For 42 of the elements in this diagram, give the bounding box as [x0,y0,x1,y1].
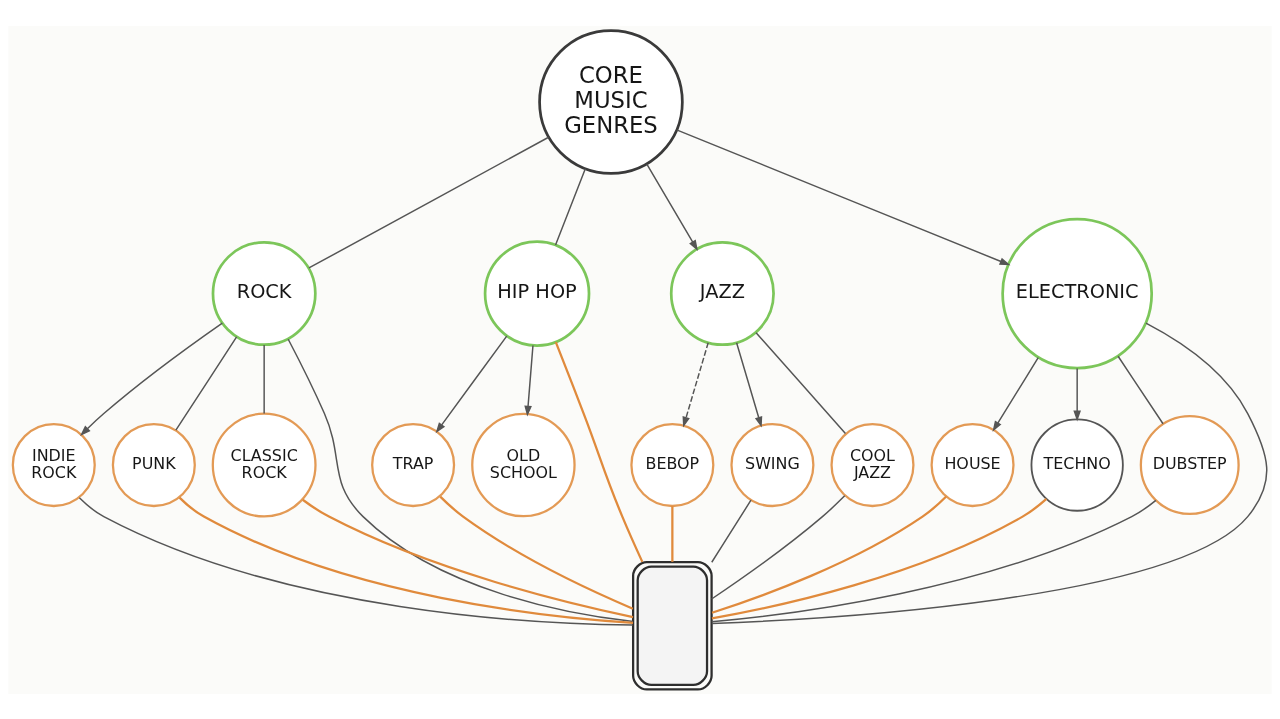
connector [302,498,634,618]
connector [308,136,550,269]
arrow [1073,367,1081,421]
node-circle: PUNK [111,422,196,507]
node-circle: ELECTRONIC [1001,217,1154,369]
node-circle: HOUSE [930,422,1015,507]
connector [671,505,674,562]
connector [439,495,634,610]
connector [175,335,238,431]
node-circle: BEBOP [630,422,715,507]
connector [711,499,1157,622]
connector [711,321,1268,624]
connector [554,341,644,562]
connector [263,343,265,414]
connector [78,496,634,626]
connector [1117,355,1164,424]
connector [554,167,587,246]
node-circle: CORE MUSIC GENRES [538,28,684,175]
node-picture [632,560,713,691]
node-circle: ROCK [211,240,317,346]
node-circle: DUBSTEP [1139,414,1240,515]
node-circle: TECHNO [1030,417,1124,512]
connector [711,497,1048,619]
arrow [682,341,709,428]
connector [711,495,947,614]
node-circle: CLASSIC ROCK [211,412,317,518]
arrow [435,334,508,433]
node-circle: SWING [730,422,815,507]
arrow [646,162,698,251]
connector [710,494,846,600]
arrow [80,321,224,436]
arrow [992,356,1039,432]
node-circle: HIP HOP [483,239,591,347]
arrow [524,344,534,417]
connector [287,338,634,622]
node-circle: OLD SCHOOL [471,412,576,517]
connector [755,331,847,434]
connector [711,498,752,563]
node-circle: COOL JAZZ [830,422,915,507]
arrow [735,341,763,428]
arrow [676,128,1011,265]
connector [178,496,634,624]
